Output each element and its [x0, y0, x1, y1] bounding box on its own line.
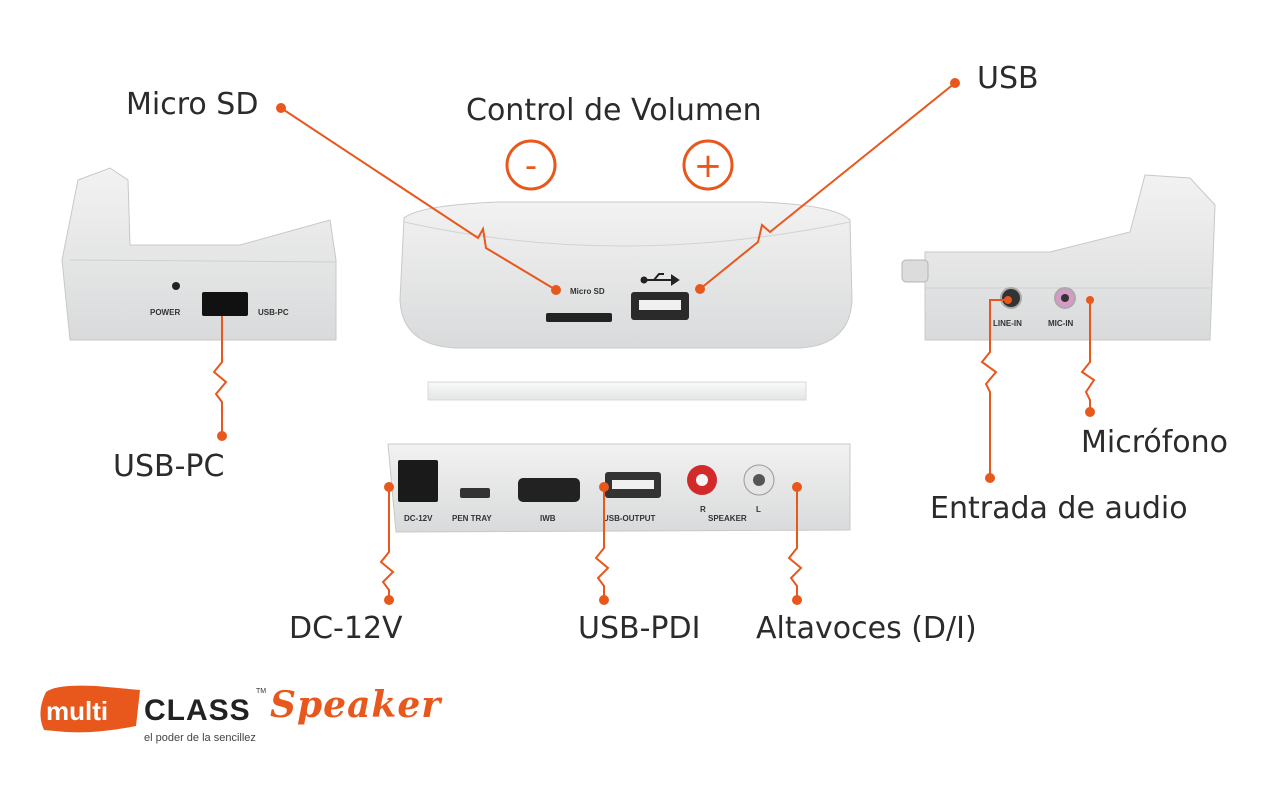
- brand-tagline: el poder de la sencillez: [144, 732, 256, 744]
- mic-in-label: MIC-IN: [1048, 319, 1074, 328]
- micro-sd-end-dot: [551, 285, 561, 295]
- speaker-r-label: R: [700, 505, 706, 514]
- power-led: [172, 282, 180, 290]
- micro-sd-device-label: Micro SD: [570, 287, 605, 296]
- dc-12v-device-label: DC-12V: [404, 514, 433, 523]
- microphone-leader: [1080, 300, 1096, 412]
- micro-sd-callout: Micro SD: [126, 87, 259, 122]
- brand-shape-icon: [40, 685, 140, 733]
- usb-pdi-end-dot: [599, 595, 609, 605]
- center-top-device: Micro SD: [399, 201, 853, 349]
- dc-12v-leader: [379, 487, 395, 600]
- audio-input-start-dot: [1004, 296, 1012, 304]
- audio-input-callout: Entrada de audio: [930, 491, 1188, 526]
- dc-12v-callout: DC-12V: [289, 611, 403, 646]
- iwb-hdmi-port: [518, 478, 580, 502]
- usb-symbol-icon: [640, 273, 680, 286]
- pen-tray-bar: [427, 381, 807, 401]
- audio-input-dot: [985, 473, 995, 483]
- speaker-l-label: L: [756, 505, 761, 514]
- brand-trademark: TM: [256, 688, 267, 695]
- power-label: POWER: [150, 308, 180, 317]
- dc-12v-dot: [384, 482, 394, 492]
- pen-tray-port: [460, 488, 490, 498]
- svg-text:-: -: [525, 146, 537, 186]
- usb-dot: [950, 78, 960, 88]
- micro-sd-slot: [546, 313, 612, 322]
- brand-class: CLASS: [144, 694, 251, 727]
- volume-plus-icon: +: [682, 139, 734, 191]
- usb-pc-leader: [212, 316, 228, 436]
- line-in-label: LINE-IN: [993, 319, 1022, 328]
- usb-leader: [699, 82, 956, 290]
- usb-pc-callout: USB-PC: [113, 449, 225, 484]
- brand-logo: multi CLASS TM Speaker el poder de la se…: [36, 680, 476, 750]
- volume-control-callout: Control de Volumen: [466, 93, 762, 128]
- left-side-device: POWER USB-PC: [61, 167, 337, 341]
- usb-callout: USB: [977, 61, 1039, 96]
- usb-output-label: USB-OUTPUT: [603, 514, 656, 523]
- volume-minus-icon: -: [505, 139, 557, 191]
- speakers-dot: [792, 482, 802, 492]
- microphone-dot: [1085, 407, 1095, 417]
- back-panel-device: DC-12V PEN TRAY IWB USB-OUTPUT R L SPEAK…: [387, 443, 851, 533]
- speaker-label: SPEAKER: [708, 514, 747, 523]
- dc-12v-end-dot: [384, 595, 394, 605]
- brand-speaker: Speaker: [270, 684, 442, 726]
- microphone-callout: Micrófono: [1081, 425, 1229, 460]
- micro-sd-dot: [276, 103, 286, 113]
- usb-pc-device-label: USB-PC: [258, 308, 289, 317]
- usb-pc-port: [202, 292, 248, 316]
- speakers-leader: [787, 487, 803, 600]
- speakers-callout: Altavoces (D/I): [756, 611, 977, 646]
- usb-pdi-dot: [599, 482, 609, 492]
- usb-end-dot: [695, 284, 705, 294]
- micro-sd-leader: [280, 107, 557, 291]
- right-side-device: LINE-IN MIC-IN: [901, 174, 1216, 341]
- svg-text:+: +: [694, 146, 723, 186]
- speakers-end-dot: [792, 595, 802, 605]
- microphone-start-dot: [1086, 296, 1094, 304]
- brand-multi: multi: [46, 696, 109, 726]
- usb-pc-end-dot: [217, 431, 227, 441]
- pen-tray-label: PEN TRAY: [452, 514, 492, 523]
- dc-12v-jack: [398, 460, 438, 502]
- iwb-label: IWB: [540, 514, 556, 523]
- audio-input-leader: [980, 299, 1008, 478]
- usb-pdi-leader: [594, 487, 610, 600]
- usb-pdi-callout: USB-PDI: [578, 611, 701, 646]
